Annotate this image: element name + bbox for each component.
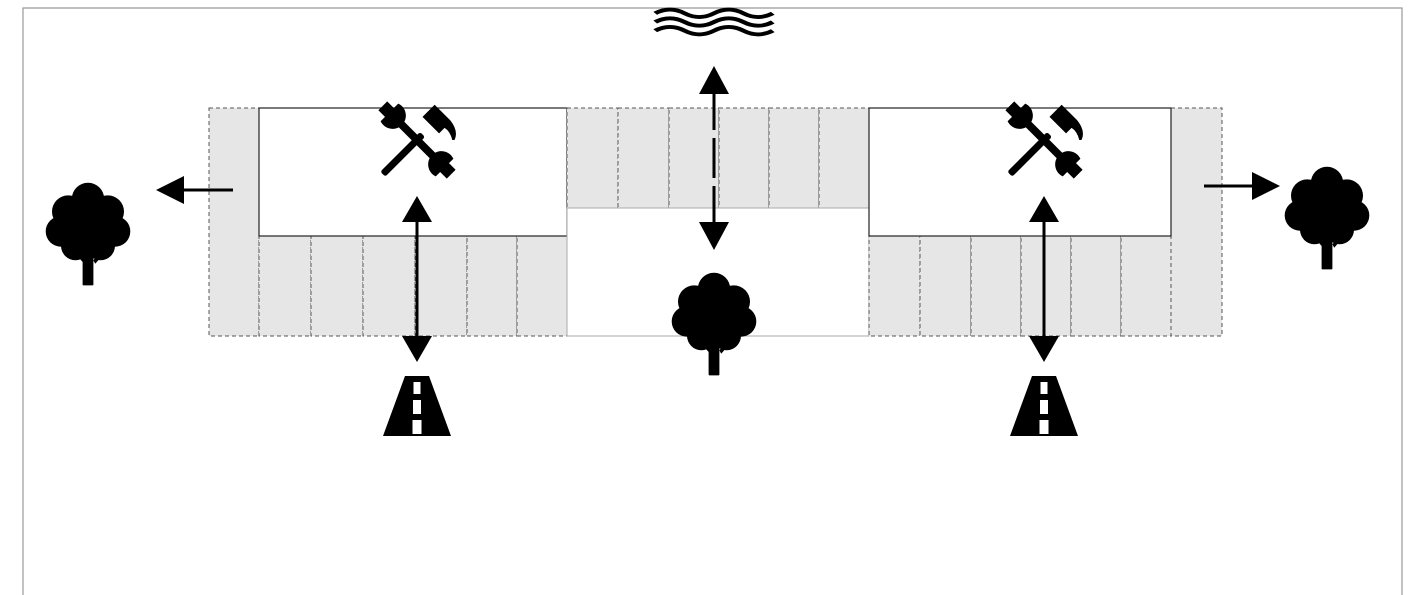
- arrow-water-center-tree: [699, 66, 729, 250]
- plot-cell: [868, 235, 921, 337]
- plot-cell: [414, 235, 468, 337]
- arrow-building-left-road: [402, 196, 432, 362]
- building-left: [258, 107, 568, 237]
- road-icon: [1010, 376, 1078, 436]
- plot-cell: [466, 235, 518, 337]
- diagram-frame: [22, 7, 1403, 595]
- plot-cell: [208, 107, 260, 337]
- parcel-left: [208, 107, 568, 337]
- plot-cell: [516, 235, 568, 337]
- water-icon: [655, 10, 773, 35]
- plot-cell: [970, 235, 1022, 337]
- road-icon: [383, 376, 451, 436]
- arrow-building-left-to-tree: [156, 176, 233, 204]
- plot-cell: [818, 107, 870, 209]
- plot-cell: [566, 107, 619, 209]
- plot-cell: [617, 107, 670, 209]
- plot-cell: [668, 107, 720, 209]
- plot-cell: [718, 107, 770, 209]
- plot-cell: [919, 235, 972, 337]
- plot-cell: [310, 235, 364, 337]
- plot-cell: [362, 235, 416, 337]
- arrow-building-right-road: [1029, 196, 1059, 362]
- plot-cell: [1170, 107, 1223, 337]
- tree-icon: [45, 182, 131, 286]
- plot-cell: [768, 107, 820, 209]
- parcel-right: [868, 107, 1223, 337]
- plot-cell: [1070, 235, 1122, 337]
- arrow-building-right-to-tree: [1204, 172, 1280, 200]
- building-right: [868, 107, 1172, 237]
- plot-cell: [1120, 235, 1172, 337]
- plot-cell: [1020, 235, 1072, 337]
- tree-icon: [1284, 166, 1370, 270]
- plot-cell: [258, 235, 312, 337]
